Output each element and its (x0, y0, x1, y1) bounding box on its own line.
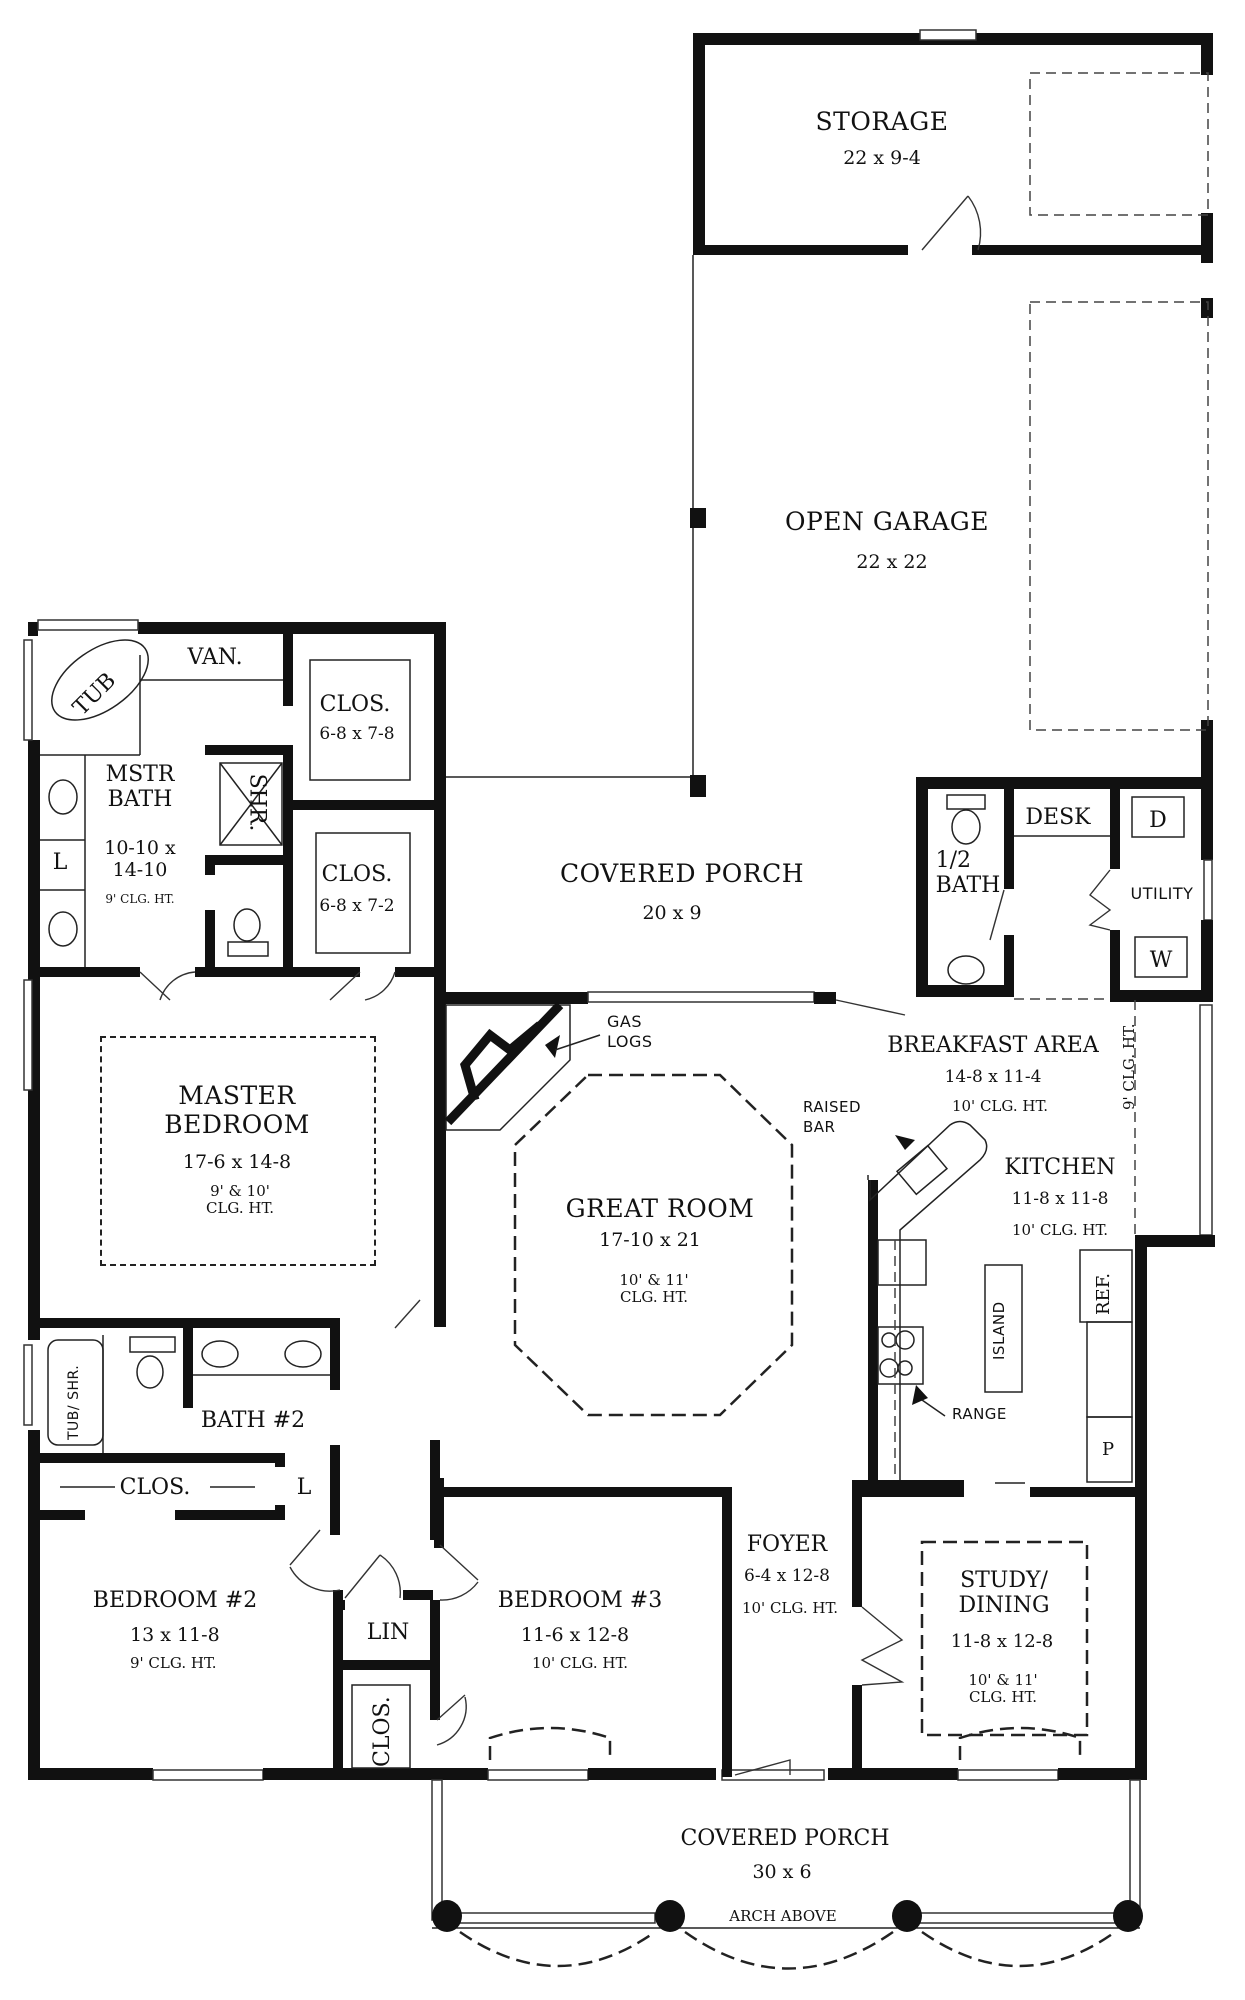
dryer-label: D (1149, 808, 1167, 833)
bedroom-3-label: BEDROOM #3 (497, 1588, 663, 1613)
mstr-bath-label: MSTR BATH (106, 762, 175, 813)
closet-2-label: CLOS. (321, 862, 393, 887)
raised-bar-line1: RAISED (803, 1098, 862, 1116)
tub-shr-label: TUB/ SHR. (66, 1364, 82, 1440)
breakfast-side-clg: 9' CLG. HT. (1120, 1023, 1138, 1110)
master-bedroom-clg-line2: CLG. HT. (205, 1199, 275, 1218)
bedroom-3-dims: 11-6 x 12-8 (520, 1624, 630, 1646)
great-room-clg: 10' & 11' CLG. HT. (619, 1271, 689, 1307)
front-porch-label: COVERED PORCH (680, 1826, 890, 1851)
bath-2-label: BATH #2 (200, 1408, 306, 1433)
hall-closet-linen-label: L (296, 1475, 312, 1500)
breakfast-area-label: BREAKFAST AREA (887, 1033, 1099, 1058)
front-porch-dims: 30 x 6 (752, 1861, 812, 1883)
kitchen-clg: 10' CLG. HT. (1011, 1221, 1109, 1239)
mstr-bath-dims: 10-10 x 14-10 (104, 837, 176, 882)
study-dining-dims: 11-8 x 12-8 (950, 1631, 1054, 1652)
linen-label: LIN (366, 1620, 410, 1645)
foyer-label: FOYER (746, 1532, 828, 1557)
great-room-label: GREAT ROOM (565, 1194, 755, 1223)
mstr-bath-line1: MSTR (105, 762, 175, 787)
washer-label: W (1149, 948, 1173, 973)
breakfast-area-clg: 10' CLG. HT. (951, 1097, 1049, 1115)
half-bath-line1: 1/2 (935, 848, 972, 873)
rear-porch-label: COVERED PORCH (559, 859, 805, 888)
master-bedroom-label: MASTER BEDROOM (164, 1081, 310, 1140)
master-bedroom-clg-line1: 9' & 10' (210, 1182, 270, 1200)
half-bath-line2: BATH (935, 873, 1001, 899)
mstr-linen-label: L (52, 850, 68, 875)
great-room-dims: 17-10 x 21 (599, 1229, 701, 1251)
hall-closet-label: CLOS. (119, 1475, 191, 1500)
mstr-bath-dims-line1: 10-10 x (104, 837, 176, 859)
gas-logs-line1: GAS (607, 1012, 642, 1031)
breakfast-area-dims: 14-8 x 11-4 (944, 1067, 1042, 1087)
storage-label: STORAGE (815, 107, 949, 136)
closet-1-label: CLOS. (319, 692, 391, 717)
kitchen-label: KITCHEN (1004, 1155, 1116, 1180)
closet-1-dims: 6-8 x 7-8 (319, 724, 395, 744)
mstr-bath-dims-line2: 14-10 (112, 858, 168, 881)
study-dining-label: STUDY/ DINING (958, 1568, 1049, 1619)
foyer-dims: 6-4 x 12-8 (744, 1566, 830, 1586)
desk-label: DESK (1025, 805, 1091, 830)
rear-porch-dims: 20 x 9 (642, 902, 702, 924)
island-label: ISLAND (990, 1301, 1008, 1360)
study-dining-line2: DINING (958, 1593, 1050, 1619)
study-dining-clg-line1: 10' & 11' (968, 1671, 1038, 1689)
bedroom-2-dims: 13 x 11-8 (130, 1624, 220, 1646)
master-bedroom-box (100, 1036, 376, 1266)
utility-label: UTILITY (1130, 884, 1194, 903)
master-bedroom-line1: MASTER (178, 1081, 296, 1110)
pantry-label: P (1101, 1439, 1115, 1460)
master-bedroom-dims: 17-6 x 14-8 (182, 1151, 292, 1173)
bedroom-2-clg: 9' CLG. HT. (130, 1654, 217, 1672)
closet-2-dims: 6-8 x 7-2 (319, 896, 395, 916)
raised-bar-line2: BAR (803, 1117, 836, 1136)
ref-label: REF. (1093, 1272, 1114, 1315)
study-dining-line1: STUDY/ (960, 1568, 1048, 1593)
foyer-clg: 10' CLG. HT. (741, 1599, 839, 1617)
great-room-clg-line1: 10' & 11' (619, 1271, 689, 1289)
interior-walls (40, 634, 1188, 1780)
master-bedroom-clg: 9' & 10' CLG. HT. (205, 1182, 275, 1218)
raised-bar-label: RAISED BAR (803, 1098, 861, 1137)
half-bath-label: 1/2 BATH (936, 848, 1001, 899)
study-dining-clg: 10' & 11' CLG. HT. (968, 1671, 1038, 1707)
range-label: RANGE (952, 1405, 1007, 1423)
bedroom-2-label: BEDROOM #2 (92, 1588, 258, 1613)
kitchen-dims: 11-8 x 11-8 (1011, 1189, 1109, 1209)
van-label: VAN. (187, 645, 243, 670)
bedroom-3-clg: 10' CLG. HT. (531, 1654, 629, 1672)
master-bedroom-line2: BEDROOM (164, 1109, 310, 1139)
mstr-bath-line2: BATH (107, 787, 173, 813)
open-garage-label: OPEN GARAGE (784, 507, 990, 536)
open-garage-dims: 22 x 22 (856, 551, 928, 573)
gas-logs-line2: LOGS (607, 1032, 653, 1051)
great-room-clg-line2: CLG. HT. (619, 1288, 689, 1307)
shower-label: SHR. (244, 773, 270, 832)
mstr-bath-clg: 9' CLG. HT. (105, 892, 175, 906)
arch-above-label: ARCH ABOVE (729, 1907, 837, 1925)
bed3-closet-label: CLOS. (370, 1696, 395, 1767)
study-dining-clg-line2: CLG. HT. (968, 1688, 1038, 1707)
storage-dims: 22 x 9-4 (843, 147, 921, 169)
garage-walls (446, 29, 1213, 797)
gas-logs-label: GAS LOGS (607, 1012, 653, 1052)
front-porch (431, 1779, 1143, 1970)
